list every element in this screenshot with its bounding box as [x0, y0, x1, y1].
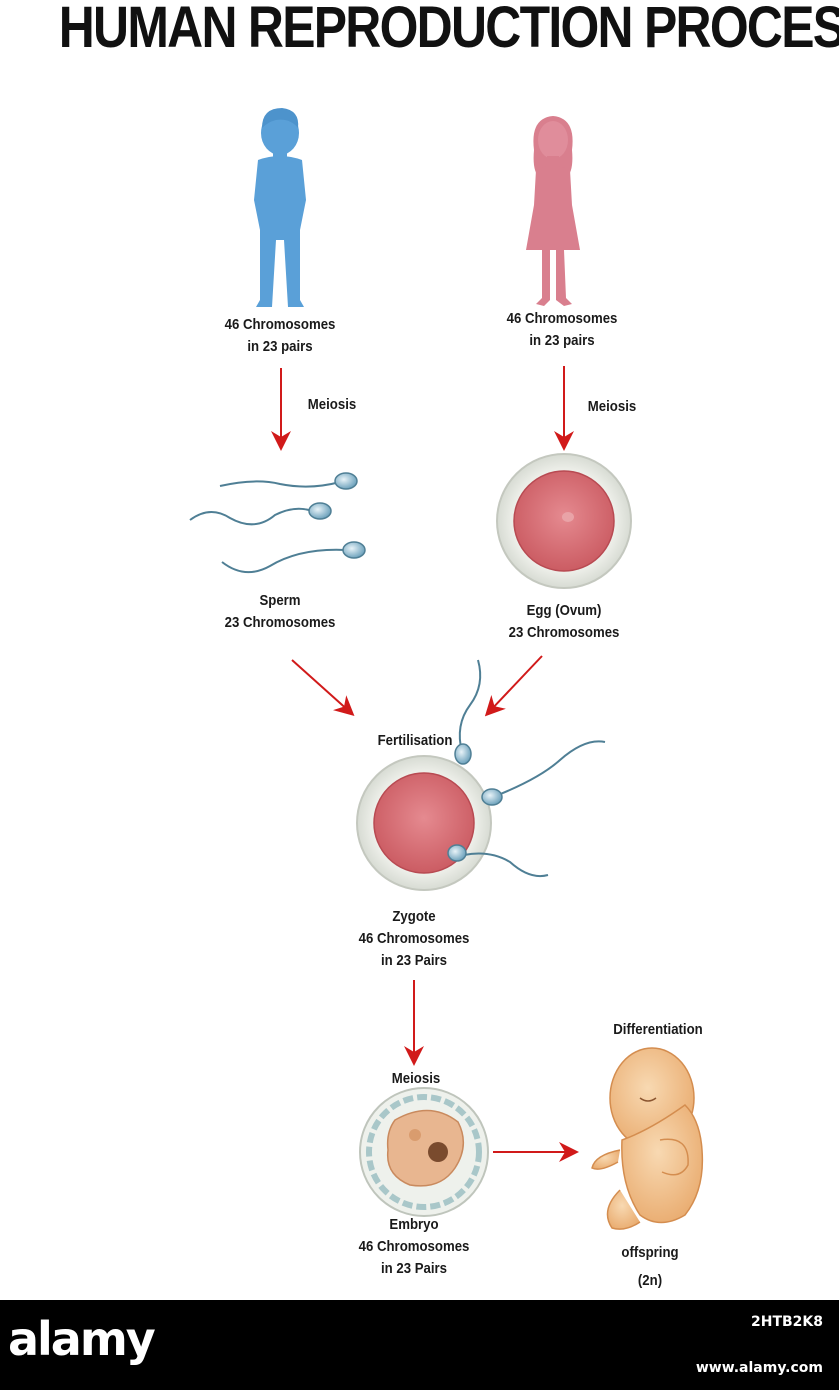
boy-silhouette-icon — [254, 108, 306, 307]
source-url: www.alamy.com — [695, 1360, 823, 1376]
zygote-label-line1: Zygote — [392, 908, 436, 925]
diagram-stage: HUMAN REPRODUCTION PROCESS — [58, 0, 839, 1292]
embryo-label-line2: 46 Chromosomes — [358, 1238, 470, 1255]
fetus-offspring-icon — [591, 1047, 704, 1230]
male-label-line1: 46 Chromosomes — [224, 316, 336, 333]
male-chromosome-label: 46 Chromosomes in 23 pairs — [210, 314, 351, 358]
alamy-logo: alamy — [8, 1312, 156, 1366]
diagram-illustration — [189, 108, 704, 1230]
embryo-label-line3: in 23 Pairs — [380, 1260, 448, 1277]
meiosis-bottom-label: Meiosis — [391, 1070, 441, 1087]
differentiation-label: Differentiation — [613, 1021, 703, 1038]
egg-label-line2: 23 Chromosomes — [508, 624, 620, 641]
watermark-footer: alamy 2HTB2K8 www.alamy.com — [0, 1300, 839, 1390]
egg-label-line1: Egg (Ovum) — [526, 602, 602, 619]
female-label-line1: 46 Chromosomes — [506, 310, 618, 327]
girl-silhouette-icon — [526, 116, 580, 306]
embryo-icon — [359, 1087, 489, 1217]
zygote-label-line2: 46 Chromosomes — [358, 930, 470, 947]
egg-ovum-icon — [496, 453, 632, 589]
zygote-label: Zygote 46 Chromosomes in 23 Pairs — [344, 906, 485, 972]
sperm-label-line1: Sperm — [259, 592, 301, 609]
zygote-label-line3: in 23 Pairs — [380, 952, 448, 969]
egg-label: Egg (Ovum) 23 Chromosomes — [494, 600, 635, 644]
meiosis-left-label: Meiosis — [307, 396, 357, 413]
offspring-label: offspring (2n) — [606, 1242, 694, 1292]
offspring-label-line1: offspring — [621, 1244, 679, 1261]
female-label-line2: in 23 pairs — [529, 332, 595, 349]
female-chromosome-label: 46 Chromosomes in 23 pairs — [492, 308, 633, 352]
embryo-label-line1: Embryo — [389, 1216, 439, 1233]
male-label-line2: in 23 pairs — [247, 338, 313, 355]
page-title: HUMAN REPRODUCTION PROCESS — [58, 0, 839, 60]
meiosis-right-label: Meiosis — [587, 398, 637, 415]
arrow-sperm-to-fertilisation — [291, 659, 355, 717]
image-id: 2HTB2K8 — [750, 1314, 823, 1330]
fertilisation-label: Fertilisation — [377, 732, 453, 749]
offspring-label-line2: (2n) — [637, 1272, 663, 1289]
arrow-egg-to-fertilisation — [484, 655, 543, 717]
sperm-label-line2: 23 Chromosomes — [224, 614, 336, 631]
sperm-label: Sperm 23 Chromosomes — [210, 590, 351, 634]
embryo-label: Embryo 46 Chromosomes in 23 Pairs — [344, 1214, 485, 1280]
sperm-cells-icon — [189, 472, 366, 573]
zygote-icon — [356, 659, 606, 891]
